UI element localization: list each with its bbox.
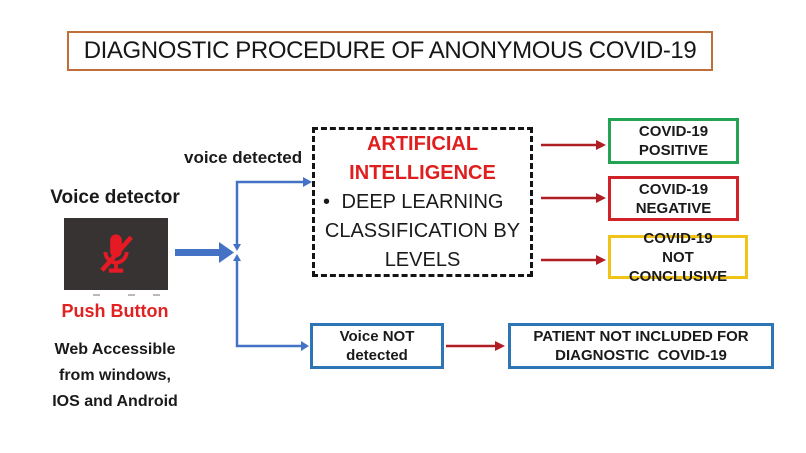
voice-detector-label: Voice detector bbox=[50, 187, 180, 208]
page-title: DIAGNOSTIC PROCEDURE OF ANONYMOUS COVID-… bbox=[83, 37, 697, 64]
outcome-covid-positive: COVID-19 POSITIVE bbox=[608, 118, 739, 164]
mic-to-junction-arrow bbox=[175, 242, 234, 263]
ai-levels-text: LEVELS bbox=[384, 248, 461, 271]
ai-to-positive-arrow bbox=[541, 140, 606, 150]
push-button-label: Push Button bbox=[61, 301, 169, 321]
voice-not-detected-box: Voice NOT detected bbox=[310, 323, 444, 369]
voice-detected-label: voice detected bbox=[184, 148, 303, 167]
voice-not-to-patient-arrow bbox=[446, 341, 505, 351]
ai-classification-box: ARTIFICIAL INTELLIGENCE • DEEP LEARNING … bbox=[312, 127, 533, 277]
ai-to-not-conclusive-arrow bbox=[541, 255, 606, 265]
muted-microphone-icon bbox=[100, 234, 133, 273]
web-accessibility-note: Web Accessible from windows, IOS and And… bbox=[52, 341, 178, 410]
junction-to-ai-connector bbox=[233, 177, 312, 251]
ai-bullet-line: • DEEP LEARNING bbox=[315, 188, 530, 217]
title-box: DIAGNOSTIC PROCEDURE OF ANONYMOUS COVID-… bbox=[67, 31, 713, 71]
cropped-caption-marks bbox=[64, 294, 168, 297]
ai-classification-text: CLASSIFICATION BY bbox=[324, 219, 521, 242]
junction-to-voice-not-connector bbox=[233, 254, 309, 351]
ai-to-negative-arrow bbox=[541, 193, 606, 203]
outcome-covid-not-conclusive: COVID-19 NOT CONCLUSIVE bbox=[608, 230, 748, 285]
ai-title-line-1: ARTIFICIAL bbox=[366, 132, 479, 155]
ai-title-line-2: INTELLIGENCE bbox=[349, 161, 496, 184]
patient-not-included-box: PATIENT NOT INCLUDED FOR DIAGNOSTIC COVI… bbox=[508, 323, 774, 369]
ai-deep-learning-text: DEEP LEARNING bbox=[341, 190, 504, 213]
bullet-icon: • bbox=[323, 190, 331, 213]
outcome-covid-negative: COVID-19 NEGATIVE bbox=[608, 176, 739, 221]
push-to-talk-button bbox=[64, 218, 168, 290]
